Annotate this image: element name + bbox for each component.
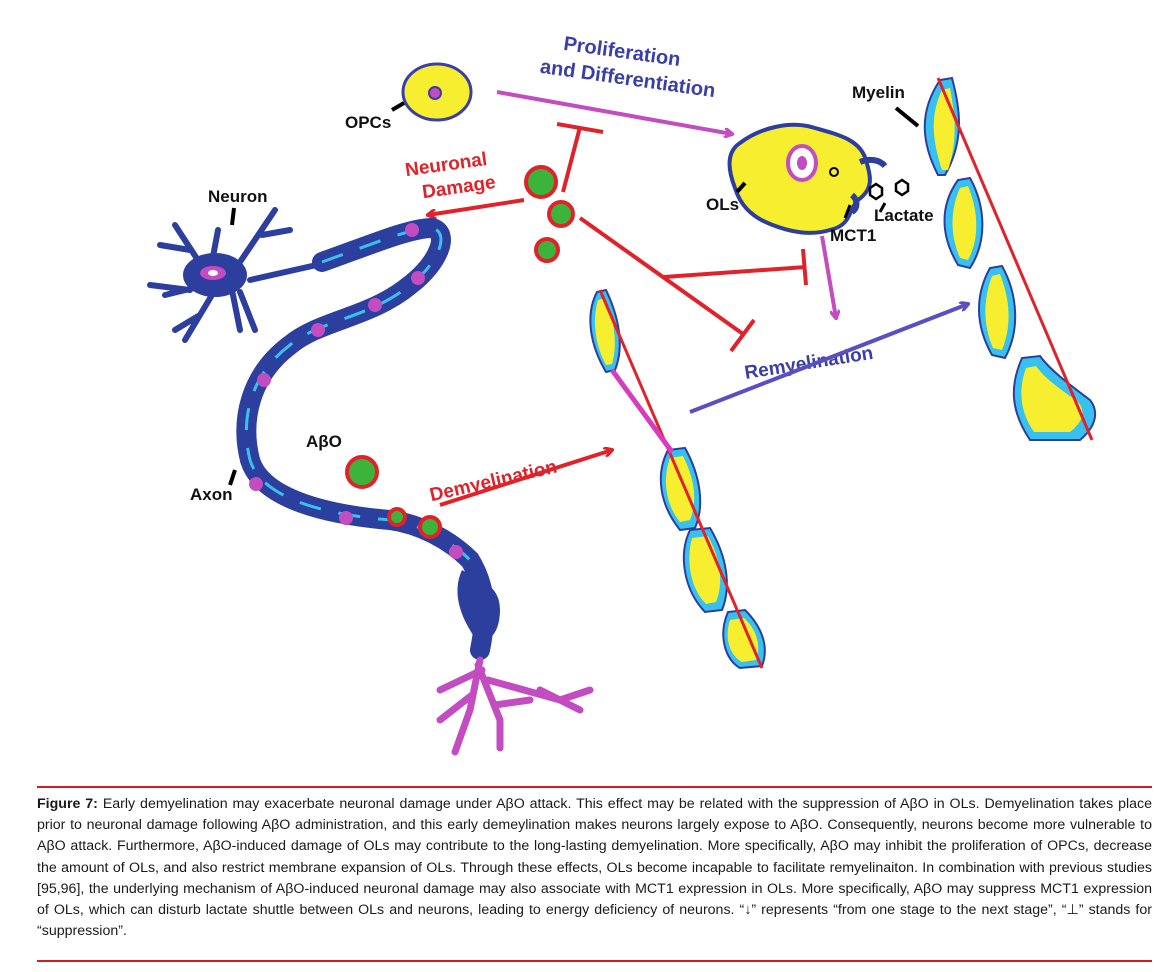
- myelin-pointer: [894, 106, 920, 128]
- lactate-molecule-icon: [868, 178, 910, 213]
- suppression-ols-icon: [578, 216, 808, 353]
- caption-bottom-rule: [37, 960, 1152, 962]
- proliferation-arrow: [496, 90, 732, 134]
- figure-number: Figure 7:: [37, 796, 98, 812]
- neuron-icon: [147, 207, 333, 343]
- opc-cell-icon: [390, 62, 473, 122]
- abo-particle-icon: [524, 165, 575, 263]
- ols-label: OLs: [706, 195, 739, 214]
- oligodendrocyte-icon: [727, 122, 888, 235]
- caption-area: Figure 7: Early demyelination may exacer…: [0, 784, 1157, 972]
- remyelination-arrow: [689, 304, 968, 414]
- opcs-label: OPCs: [345, 113, 391, 132]
- caption-top-rule: [37, 786, 1152, 788]
- demyelinated-axon-icon: [589, 288, 766, 670]
- abo-axon-particles-icon: [345, 455, 442, 539]
- figure-caption: Figure 7: Early demyelination may exacer…: [37, 794, 1152, 942]
- lactate-label: Lactate: [874, 206, 934, 225]
- neuron-label: Neuron: [208, 187, 268, 206]
- abo-label: AβO: [306, 432, 342, 451]
- axon-label: Axon: [190, 485, 233, 504]
- figure-diagram: OPCs Proliferation and Differentiation N…: [147, 33, 1097, 756]
- suppression-opc-icon: [556, 122, 604, 193]
- mct1-label: MCT1: [830, 226, 876, 245]
- demyelination-arrow: [439, 450, 612, 507]
- caption-text: Early demyelination may exacerbate neuro…: [37, 796, 1152, 940]
- neuronal-damage-arrow: [428, 198, 525, 215]
- myelinated-axon-icon: [923, 76, 1097, 441]
- demyelination-label: Demyelination: [428, 457, 559, 507]
- myelin-label: Myelin: [852, 83, 905, 102]
- ols-to-remyelination-arrow: [820, 235, 836, 318]
- axon-icon: [228, 217, 594, 756]
